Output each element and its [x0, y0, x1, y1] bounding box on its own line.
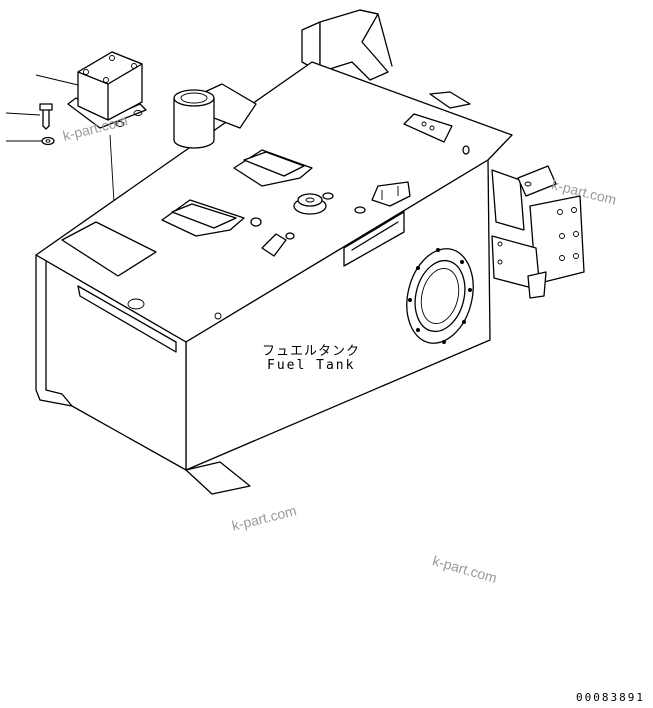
part-name-english: Fuel Tank: [267, 358, 356, 373]
side-slot: [343, 211, 405, 267]
relay-box: [67, 51, 147, 129]
top-handle-bracket: [301, 9, 393, 81]
bolt: [39, 103, 53, 130]
breather-cap: [127, 145, 470, 320]
part-name-japanese: フュエルタンク: [262, 344, 361, 359]
sight-gauge-window: [406, 248, 474, 344]
tank-top-clamps: [61, 113, 453, 277]
filler-neck: [173, 83, 257, 149]
washer: [41, 136, 55, 146]
side-mounting-bracket: [491, 165, 585, 299]
tank-body: [35, 91, 491, 495]
drawing-code: 00083891: [576, 691, 645, 704]
